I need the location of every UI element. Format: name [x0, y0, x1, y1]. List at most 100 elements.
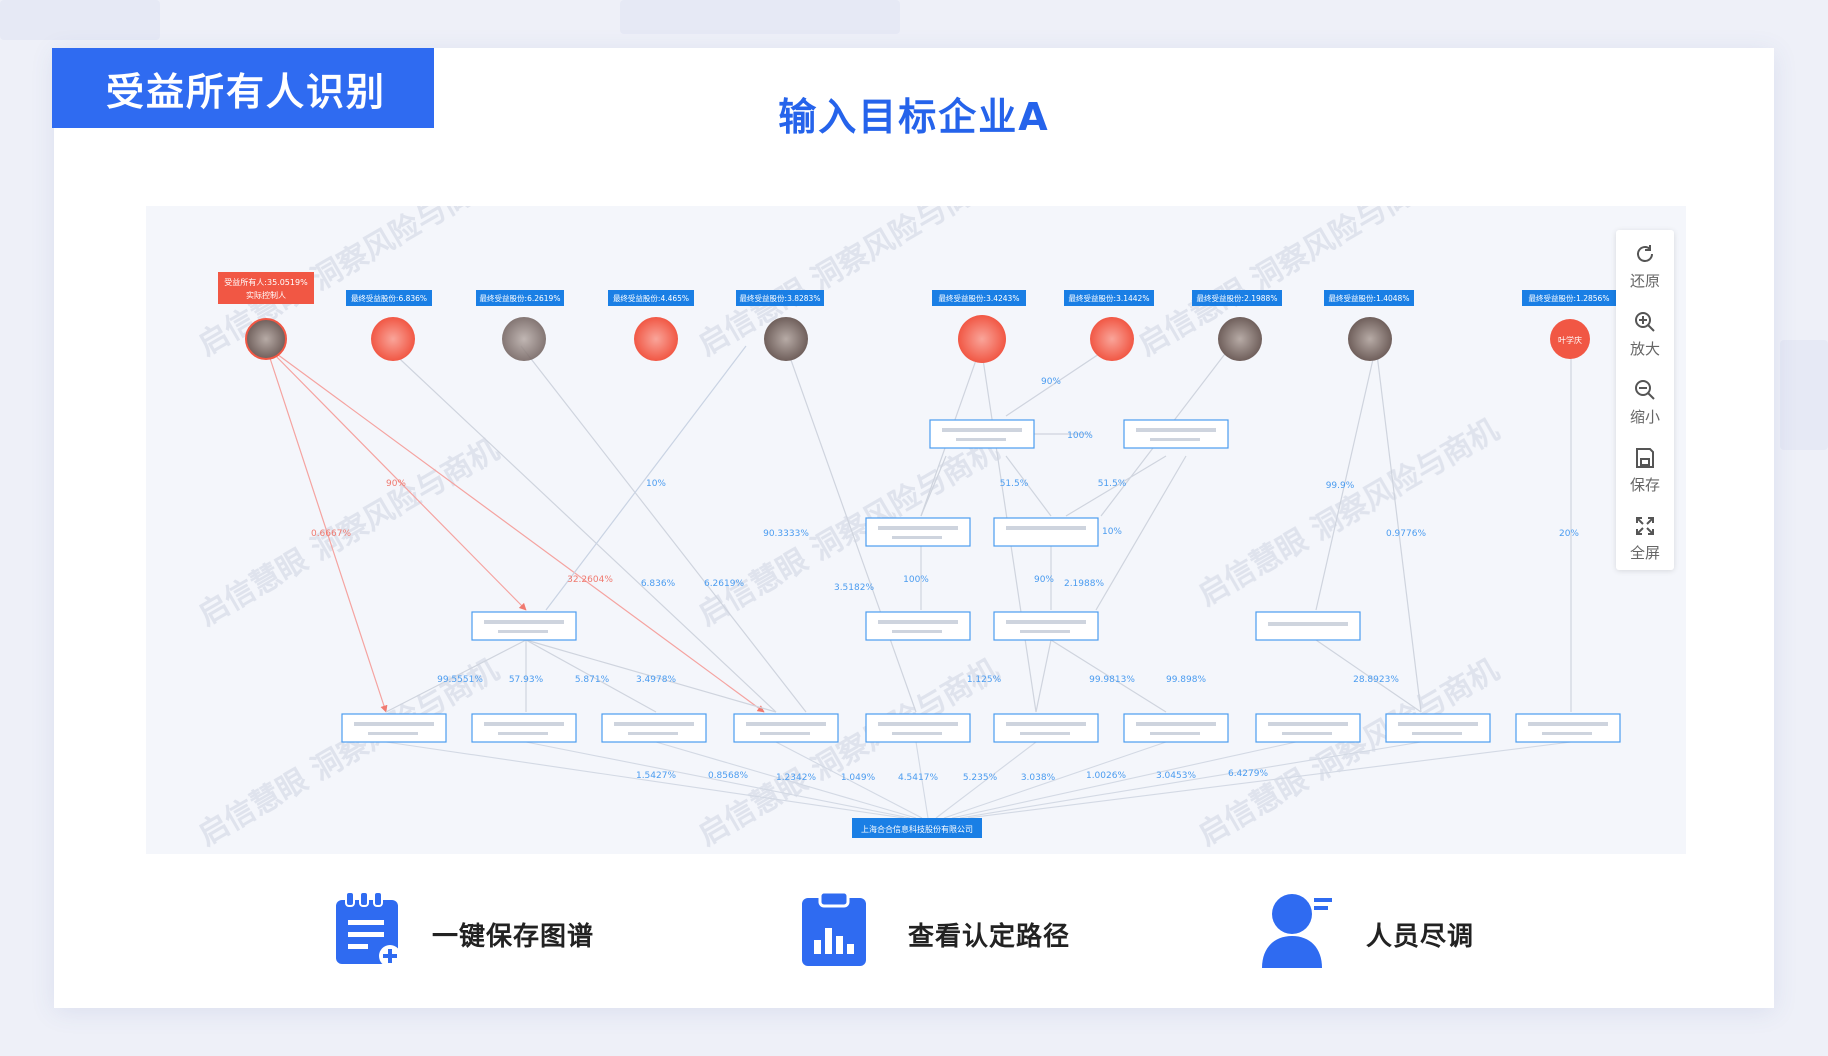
company-node[interactable]: [341, 713, 447, 743]
person-avatar[interactable]: [245, 318, 287, 360]
zoom-in-icon: [1635, 312, 1655, 332]
section-ribbon: 受益所有人识别: [52, 48, 434, 128]
share-tag-text: 最终受益股份:3.8283%: [740, 293, 821, 303]
share-tag-text: 最终受益股份:1.2856%: [1529, 293, 1610, 303]
share-tag: [1192, 290, 1282, 306]
company-node[interactable]: [471, 713, 577, 743]
beneficial-owner-tag-text: 受益所有人:35.0519%: [224, 277, 308, 287]
edge-label: 99.5551%: [437, 675, 483, 685]
share-tag-text: 最终受益股份:1.4048%: [1329, 293, 1410, 303]
zoom-out-label: 缩小: [1629, 408, 1660, 426]
edge-label: 6.4279%: [1228, 769, 1268, 779]
edge-label: 0.8568%: [708, 771, 748, 781]
company-node[interactable]: [471, 611, 577, 641]
save-label: 保存: [1629, 476, 1660, 494]
equity-graph: 启信慧眼 洞察风险与商机 启信慧眼 洞察风险与商机 启信慧眼 洞察风险与商机 启…: [193, 206, 1621, 853]
edge-label: 3.038%: [1021, 773, 1056, 783]
reset-button[interactable]: 还原: [1616, 236, 1674, 296]
person-avatar[interactable]: [764, 317, 808, 361]
company-node[interactable]: [865, 713, 971, 743]
edge-label: 1.2342%: [776, 773, 816, 783]
person-avatar[interactable]: [1090, 317, 1134, 361]
share-tag: [736, 290, 824, 306]
watermark: 启信慧眼 洞察风险与商机: [1133, 206, 1445, 363]
bg-decor-3: [1780, 340, 1828, 450]
share-tag-text: 最终受益股份:3.4243%: [939, 293, 1020, 303]
edge-label: 57.93%: [509, 675, 544, 685]
edge-label: 90.3333%: [763, 529, 809, 539]
company-node[interactable]: [865, 517, 971, 547]
edge-label: 3.4978%: [636, 675, 676, 685]
edge-label: 99.9%: [1326, 481, 1355, 491]
company-node[interactable]: [1385, 713, 1491, 743]
edge-label: 99.898%: [1166, 675, 1206, 685]
person-due-diligence-action[interactable]: 人员尽调: [1262, 892, 1502, 972]
person-avatar[interactable]: [502, 317, 546, 361]
company-node[interactable]: [601, 713, 707, 743]
person-avatar[interactable]: [371, 317, 415, 361]
zoom-out-button[interactable]: 缩小: [1616, 372, 1674, 432]
person-avatar[interactable]: [634, 317, 678, 361]
view-path-action[interactable]: 查看认定路径: [800, 892, 1100, 972]
watermark: 启信慧眼 洞察风险与商机: [1193, 412, 1505, 613]
save-graph-action[interactable]: 一键保存图谱: [334, 892, 634, 972]
save-button[interactable]: 保存: [1616, 440, 1674, 500]
watermark: 启信慧眼 洞察风险与商机: [1193, 652, 1505, 853]
equity-graph-canvas[interactable]: 启信慧眼 洞察风险与商机 启信慧眼 洞察风险与商机 启信慧眼 洞察风险与商机 启…: [146, 206, 1686, 854]
fullscreen-button[interactable]: 全屏: [1616, 508, 1674, 568]
person-name: 叶学庆: [1558, 335, 1582, 345]
share-tag-text: 最终受益股份:4.465%: [613, 293, 689, 303]
person-due-diligence-label: 人员尽调: [1366, 922, 1475, 952]
person-nodes: 叶学庆: [245, 315, 1590, 363]
company-node[interactable]: [865, 611, 971, 641]
person-avatar[interactable]: [1218, 317, 1262, 361]
share-tag: [932, 290, 1026, 306]
page-subtitle: 输入目标企业A: [778, 95, 1050, 139]
reset-label: 还原: [1629, 272, 1660, 290]
edge-label: 1.049%: [841, 773, 876, 783]
person-avatar[interactable]: [958, 315, 1006, 363]
save-graph-icon: [336, 892, 401, 967]
zoom-out-icon: [1635, 380, 1655, 400]
edge-label: 51.5%: [1000, 479, 1029, 489]
edge-label: 5.235%: [963, 773, 998, 783]
company-node[interactable]: [1515, 713, 1621, 743]
beneficial-owner-tag: [218, 272, 314, 304]
person-avatar[interactable]: [1348, 317, 1392, 361]
person-avatar[interactable]: [1550, 319, 1590, 359]
company-node[interactable]: [1123, 713, 1229, 743]
bg-decor-2: [620, 0, 900, 34]
company-node[interactable]: [993, 713, 1099, 743]
edge-label: 5.871%: [575, 675, 610, 685]
edge-label: 10%: [1102, 527, 1122, 537]
target-company-node[interactable]: [852, 818, 982, 838]
company-node[interactable]: [1255, 713, 1361, 743]
company-node[interactable]: [733, 713, 839, 743]
refresh-icon: [1637, 245, 1653, 262]
company-node[interactable]: [929, 419, 1035, 449]
edge-label: 3.0453%: [1156, 771, 1196, 781]
share-tag: [1522, 290, 1616, 306]
share-tag-text: 最终受益股份:6.2619%: [480, 293, 561, 303]
zoom-in-button[interactable]: 放大: [1616, 304, 1674, 364]
controller-tag-text: 实际控制人: [246, 290, 286, 300]
edge-label: 2.1988%: [1064, 579, 1104, 589]
edge-label: 90%: [1041, 377, 1061, 387]
edge-label: 51.5%: [1098, 479, 1127, 489]
share-tag: [1064, 290, 1154, 306]
edge-label: 90%: [1034, 575, 1054, 585]
edge-label: 10%: [646, 479, 666, 489]
person-tags: 受益所有人:35.0519% 实际控制人 最终受益股份:6.836% 最终受益股…: [218, 272, 1616, 306]
company-node[interactable]: [993, 517, 1099, 547]
edge-label: 28.8923%: [1353, 675, 1399, 685]
share-tag-text: 最终受益股份:6.836%: [351, 293, 427, 303]
view-path-label: 查看认定路径: [908, 922, 1071, 952]
person-check-icon: [1262, 894, 1332, 968]
target-company-name: 上海合合信息科技股份有限公司: [861, 824, 973, 834]
share-tag: [346, 290, 432, 306]
edge-label: 20%: [1559, 529, 1579, 539]
save-icon: [1636, 448, 1654, 468]
company-node[interactable]: [993, 611, 1099, 641]
company-node[interactable]: [1123, 419, 1229, 449]
edge-label: 99.9813%: [1089, 675, 1135, 685]
